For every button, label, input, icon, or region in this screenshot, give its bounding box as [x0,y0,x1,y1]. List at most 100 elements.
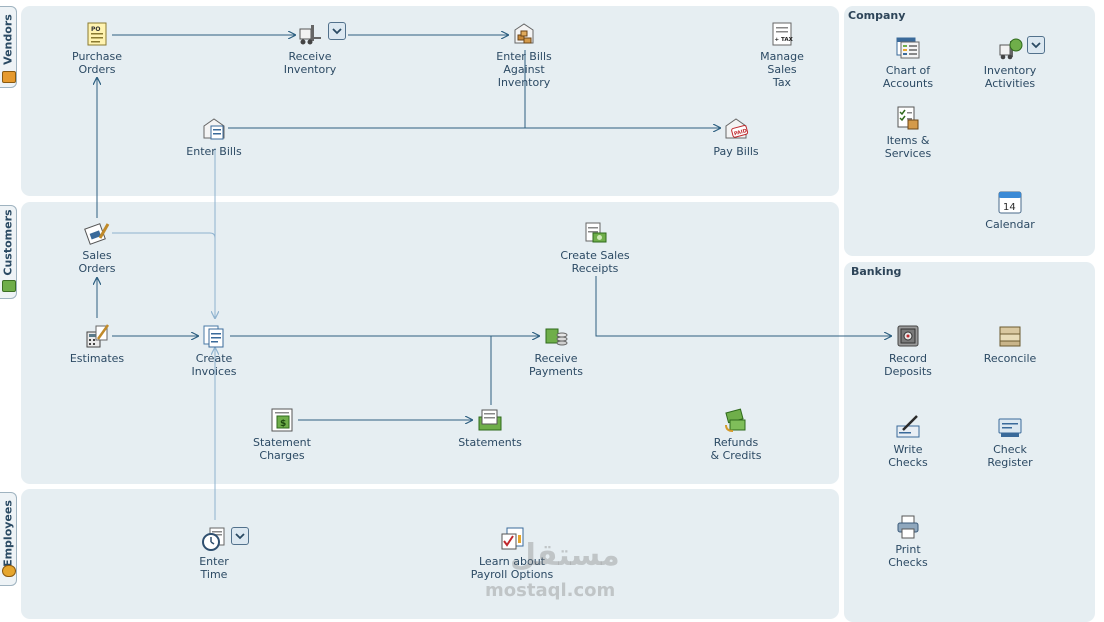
forklift-icon [299,25,321,45]
enter-time-label: Enter Time [199,555,229,581]
invoice-icon [203,325,224,348]
chart-of-accounts-icon [896,37,920,59]
enter-bills-icon [203,118,225,140]
stopwatch-icon [202,527,225,551]
receive-inventory-dropdown[interactable] [328,22,346,40]
chevron-down-icon [1031,42,1041,49]
employees-panel [21,489,839,619]
vendors-panel [21,6,839,196]
reconcile-icon [999,326,1021,347]
purchase-orders-button[interactable]: PO Purchase Orders [49,21,145,76]
statements-button[interactable]: Statements [442,407,538,449]
inventory-activities-icon [999,38,1023,60]
refunds-credits-label: Refunds & Credits [710,436,762,462]
create-sales-receipts-label: Create Sales Receipts [560,249,630,275]
items-services-label: Items & Services [884,134,932,160]
receive-payments-button[interactable]: Receive Payments [508,323,604,378]
create-invoices-label: Create Invoices [191,352,237,378]
purchase-order-icon: PO [87,22,107,46]
svg-text:$: $ [280,419,286,429]
receive-inventory-button[interactable]: Receive Inventory [262,21,358,76]
print-checks-button[interactable]: Print Checks [860,514,956,569]
employees-tab[interactable]: Employees [0,492,17,586]
learn-payroll-options-button[interactable]: Learn about Payroll Options [452,526,572,581]
banking-title: Banking [851,265,902,278]
items-services-icon [897,106,919,130]
statement-charges-icon: $ [271,408,293,432]
customers-tab[interactable]: Customers [0,205,17,299]
chevron-down-icon [332,28,342,35]
reconcile-button[interactable]: Reconcile [962,323,1058,365]
inventory-activities-dropdown[interactable] [1027,36,1045,54]
company-title: Company [848,9,906,22]
record-deposits-button[interactable]: Record Deposits [860,323,956,378]
sales-receipt-icon [585,222,607,243]
pay-bills-button[interactable]: PAID Pay Bills [688,116,784,158]
manage-sales-tax-label: Manage Sales Tax [760,50,804,89]
chart-of-accounts-label: Chart of Accounts [882,64,934,90]
watermark-arabic: مستقل [510,538,620,573]
tax-icon-text: + TAX [775,37,794,43]
payroll-options-icon [501,527,524,550]
refunds-credits-button[interactable]: Refunds & Credits [688,407,784,462]
write-checks-icon [896,415,920,438]
receive-inventory-label: Receive Inventory [283,50,337,76]
calendar-icon: 14 [998,191,1022,214]
printer-icon [897,515,919,539]
vendors-tab[interactable]: Vendors [0,6,17,88]
create-invoices-button[interactable]: Create Invoices [166,323,262,378]
calendar-day: 14 [1003,202,1016,213]
record-deposits-label: Record Deposits [884,352,932,378]
print-checks-label: Print Checks [888,543,928,569]
calendar-button[interactable]: 14 Calendar [962,189,1058,231]
manage-sales-tax-button[interactable]: + TAX Manage Sales Tax [734,21,830,89]
customers-panel [21,202,839,484]
enter-time-button[interactable]: Enter Time [166,526,262,581]
estimates-icon [86,324,110,348]
enter-time-dropdown[interactable] [231,527,249,545]
check-register-button[interactable]: Check Register [962,414,1058,469]
purchase-orders-label: Purchase Orders [72,50,122,76]
sales-order-icon [84,223,110,245]
refunds-credits-icon [725,408,746,432]
chart-of-accounts-button[interactable]: Chart of Accounts [860,35,956,90]
enter-bills-button[interactable]: Enter Bills [166,116,262,158]
pay-bills-icon: PAID [725,118,749,139]
receive-payments-icon [545,328,568,346]
enter-bills-against-inventory-button[interactable]: Enter Bills Against Inventory [476,21,572,89]
reconcile-label: Reconcile [983,352,1037,365]
write-checks-button[interactable]: Write Checks [860,414,956,469]
paid-icon-text: PAID [733,128,747,137]
enter-bills-against-inventory-label: Enter Bills Against Inventory [496,50,552,89]
sales-tax-icon: + TAX [772,22,794,46]
company-panel [844,6,1095,256]
calendar-label: Calendar [985,218,1035,231]
bills-inventory-icon [514,23,534,44]
enter-bills-label: Enter Bills [186,145,242,158]
po-icon-text: PO [91,26,101,33]
create-sales-receipts-button[interactable]: Create Sales Receipts [547,220,643,275]
vendors-tab-icon [2,71,16,83]
customers-tab-icon [2,280,16,292]
items-services-button[interactable]: Items & Services [860,105,956,160]
check-register-label: Check Register [987,443,1033,469]
sales-orders-label: Sales Orders [78,249,116,275]
check-register-icon [998,418,1022,437]
estimates-label: Estimates [69,352,125,365]
receive-payments-label: Receive Payments [529,352,583,378]
statement-charges-label: Statement Charges [253,436,311,462]
watermark-latin: mostaql.com [485,580,616,601]
statements-label: Statements [458,436,522,449]
chevron-down-icon [235,533,245,540]
safe-icon [897,325,919,347]
pay-bills-label: Pay Bills [713,145,759,158]
statement-charges-button[interactable]: $ Statement Charges [234,407,330,462]
inventory-activities-button[interactable]: Inventory Activities [962,35,1058,90]
learn-payroll-options-label: Learn about Payroll Options [470,555,554,581]
statements-icon [478,409,502,431]
estimates-button[interactable]: Estimates [49,323,145,365]
banking-panel [844,262,1095,622]
employees-tab-icon [2,565,16,577]
sales-orders-button[interactable]: Sales Orders [49,220,145,275]
